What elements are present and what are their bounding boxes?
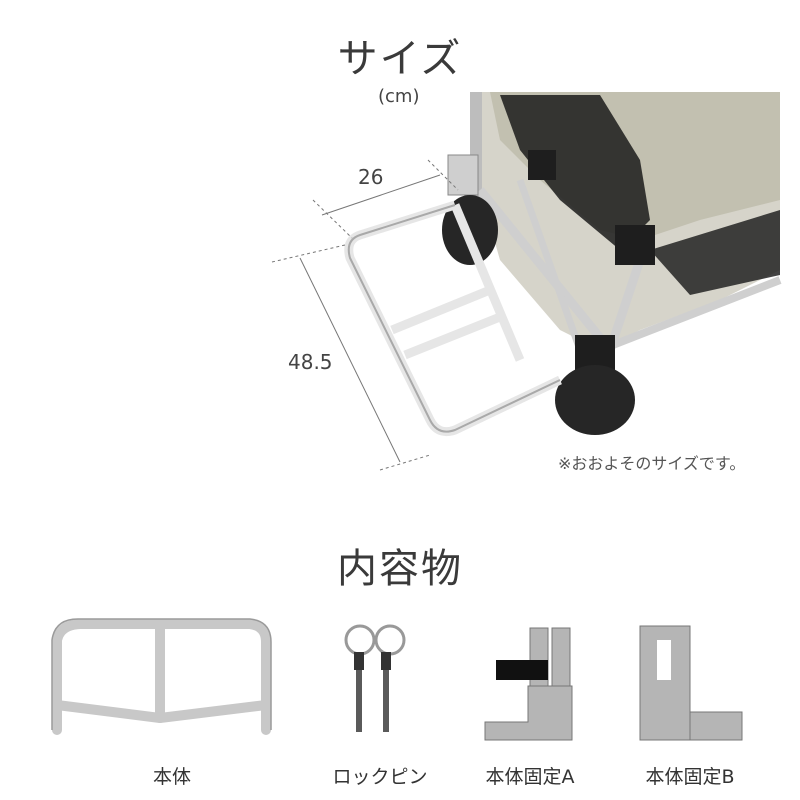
approximate-size-note: ※おおよそのサイズです。 [558, 454, 746, 473]
contents-section-title: 内容物 [337, 546, 463, 592]
height-dimension-label: 48.5 [288, 350, 333, 374]
wagon-body [442, 92, 782, 435]
width-dimension-label: 26 [358, 165, 384, 189]
unit-label: (cm) [378, 86, 420, 107]
fixture-a-image [484, 627, 573, 741]
dimension-lines [271, 159, 459, 471]
body-frame-image [52, 619, 271, 735]
contents-item-lock-pin: ロックピン [332, 766, 428, 788]
size-section-title: サイズ [337, 36, 463, 82]
contents-item-fixture-a: 本体固定A [485, 766, 575, 788]
contents-item-fixture-b: 本体固定B [645, 766, 735, 788]
contents-item-body: 本体 [152, 766, 191, 788]
fixture-b-image [639, 625, 743, 741]
lock-pin-image [344, 624, 406, 732]
